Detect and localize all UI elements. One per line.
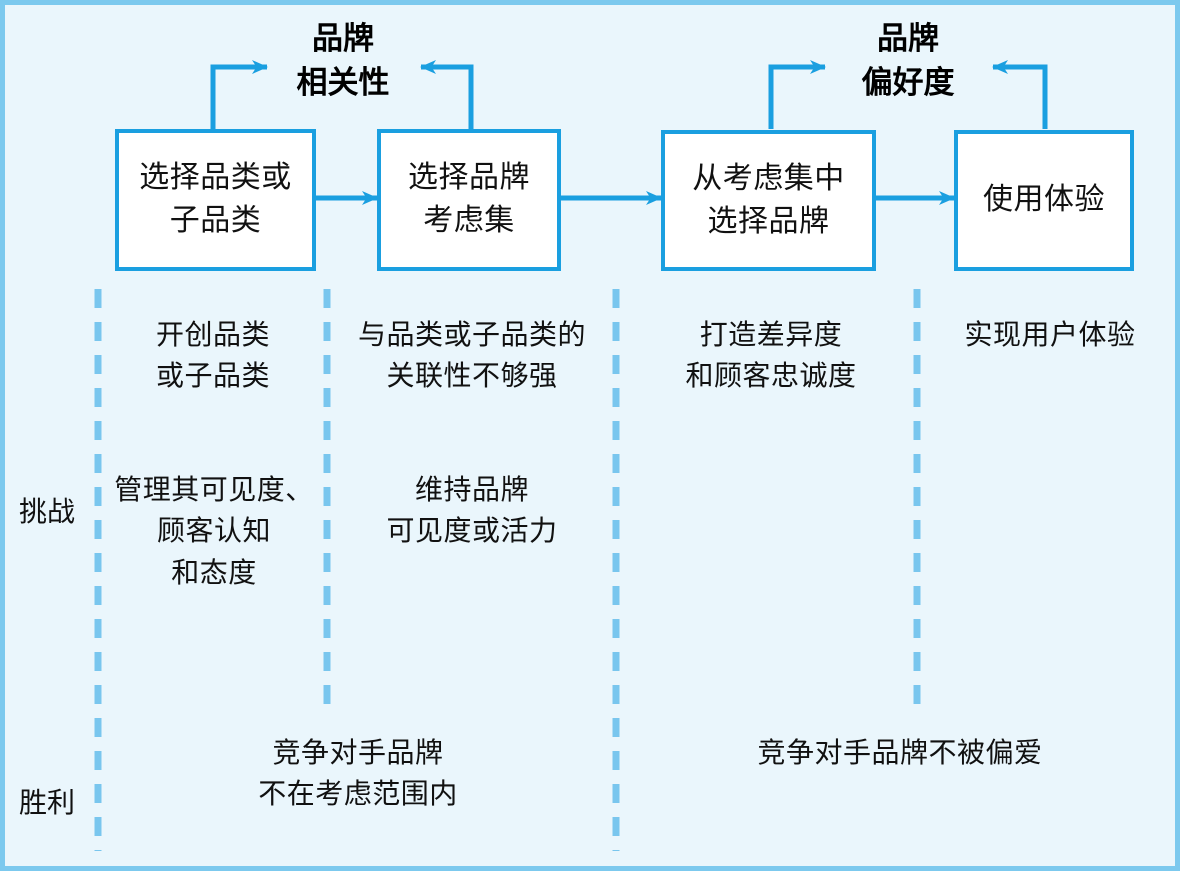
challenge-top-cell-2: 与品类或子品类的 关联性不够强 xyxy=(357,320,586,393)
row-label-challenge: 挑战 xyxy=(19,497,76,528)
loop-label-brand-preference: 品牌 偏好度 xyxy=(861,21,955,102)
row-label-victory: 胜利 xyxy=(19,788,76,819)
arrow-stage4-to-brand-preference xyxy=(992,60,1048,129)
challenge-top-cell-1: 开创品类 或子品类 xyxy=(155,320,270,393)
victory-cell-1: 竞争对手品牌 不在考虑范围内 xyxy=(258,738,458,811)
challenge-bottom-cell-2: 维持品牌 可见度或活力 xyxy=(386,475,558,548)
stage-box-1[interactable]: 选择品类或 子品类 xyxy=(115,129,316,271)
arrow-stage3-to-brand-preference xyxy=(768,60,826,129)
stage-box-3[interactable]: 从考虑集中 选择品牌 xyxy=(661,130,876,271)
challenge-top-cell-3: 打造差异度 和顾客忠诚度 xyxy=(685,320,857,393)
loop-label-brand-relevance: 品牌 相关性 xyxy=(296,21,390,102)
challenge-bottom-cell-1: 管理其可见度、 顾客认知 和态度 xyxy=(114,475,314,589)
victory-cell-2: 竞争对手品牌不被偏爱 xyxy=(757,738,1043,769)
challenge-top-cell-4: 实现用户体验 xyxy=(964,320,1136,351)
arrow-stage2-to-brand-relevance xyxy=(420,60,474,129)
stage-box-2[interactable]: 选择品牌 考虑集 xyxy=(377,129,561,271)
arrow-stage1-to-brand-relevance xyxy=(210,60,268,129)
stage-box-4[interactable]: 使用体验 xyxy=(954,130,1134,271)
